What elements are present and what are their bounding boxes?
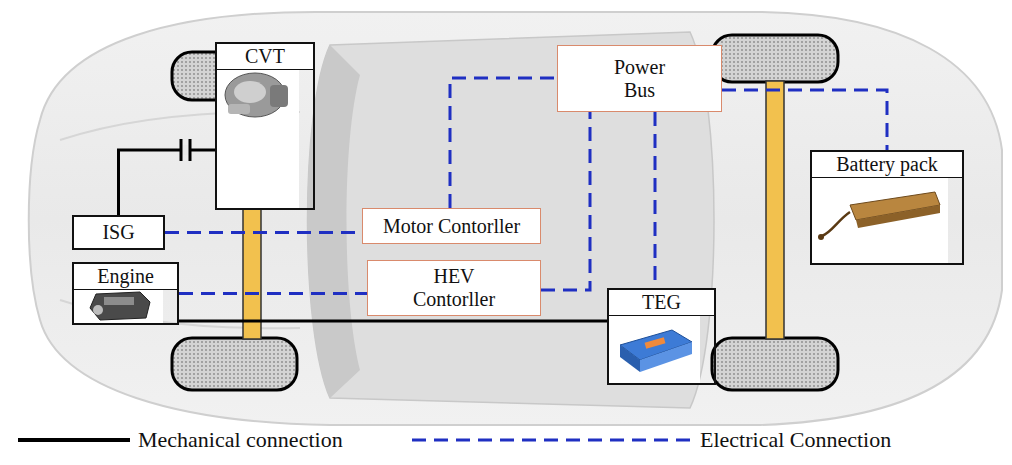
wheel [712,338,838,390]
connector-line [722,90,887,150]
car-body [29,12,1002,425]
isg-box: ISG [72,215,165,250]
wheel [172,338,297,390]
node-label: ISG [102,221,134,244]
electrical-connection [655,112,656,288]
electrical-connection [165,232,362,233]
connector-line [450,78,557,208]
node-label: HEV Contorller [404,265,504,311]
legend-sample [18,435,130,445]
legend-item: Electrical Connection [412,424,891,456]
cvt-picture-ground [217,66,299,208]
legend-item: Mechanical connection [18,424,343,456]
connector-line [165,231,362,234]
mechanical-connection [179,321,607,322]
legend-line [18,438,130,442]
electrical-connection [541,112,590,290]
engine-picture-ground [74,287,163,323]
connector-line [119,150,216,215]
battery-picture [818,192,940,240]
wheel [712,35,838,82]
bus-box: Power Bus [557,45,722,112]
electrical-connection [722,90,887,150]
battery-picture-ground [812,177,948,263]
controller-box: HEV Contorller [367,260,541,316]
connector-line [654,112,657,288]
mechanical-connection [119,150,216,215]
legend-text: Mechanical connection [138,427,343,453]
node-label: Power Bus [609,56,671,102]
legend-text: Electrical Connection [700,427,891,453]
connector-line [179,292,367,295]
node-label: CVT [217,44,313,70]
clutch-gap [182,145,189,155]
clutch-plate [180,139,183,161]
node-label: TEG [609,290,714,316]
node-label: Engine [74,264,177,290]
node-label: Battery pack [812,152,962,178]
car-cabin [308,32,715,408]
node-label: Motor Contorller [383,215,520,238]
teg-picture [620,330,692,372]
controller-box: Motor Contorller [362,208,541,244]
windshield [308,45,361,398]
cvt-box: CVT [215,42,315,210]
connector-line [541,112,590,290]
electrical-connection [179,293,367,294]
battery-box: Battery pack [810,150,964,265]
legend-line [412,439,692,442]
connector-line [179,320,607,323]
clutch-plate [189,139,192,161]
teg-picture-ground [609,313,700,383]
axle [766,81,784,339]
engine-picture [90,292,150,320]
electrical-connection [450,78,557,208]
legend-sample [412,435,692,445]
teg-box: TEG [607,288,716,385]
engine-box: Engine [72,262,179,325]
cvt-picture [225,73,288,117]
